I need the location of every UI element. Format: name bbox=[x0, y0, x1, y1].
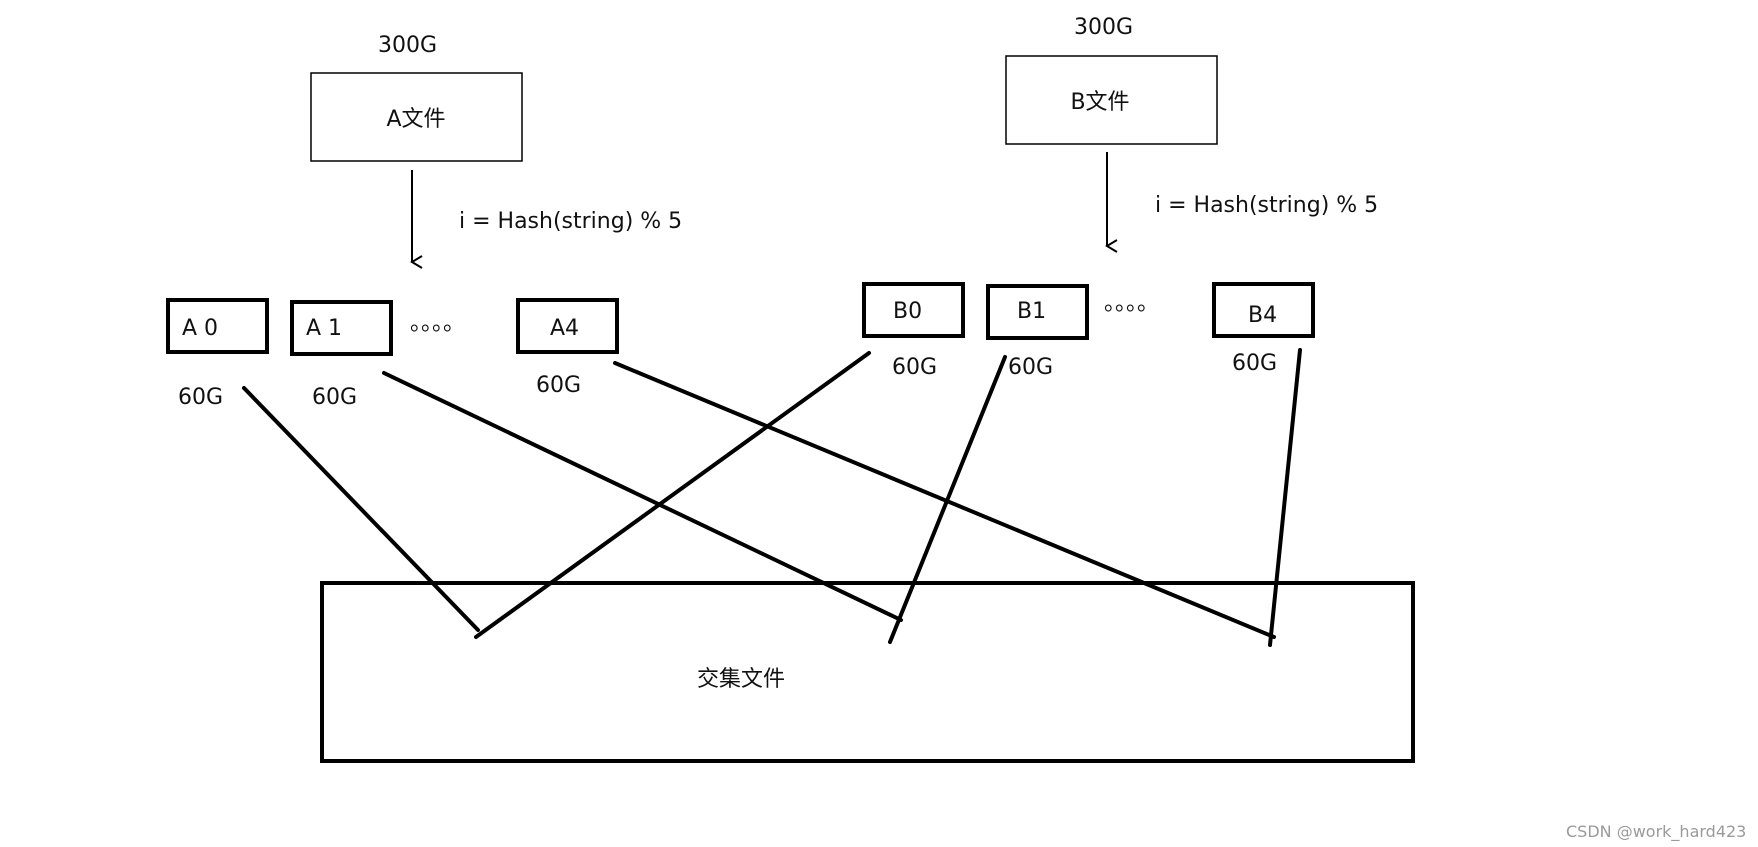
partition-a1-label: A 1 bbox=[306, 316, 342, 341]
partition-b4-box bbox=[1212, 282, 1315, 338]
line-a0-to-result bbox=[242, 386, 480, 632]
partition-b1-size: 60G bbox=[1008, 355, 1053, 380]
source-a-box bbox=[310, 72, 523, 162]
partition-b0-box bbox=[862, 282, 965, 338]
partition-a4-box bbox=[516, 298, 619, 354]
intersection-file-label: 交集文件 bbox=[697, 667, 785, 692]
ellipsis-a: 。。。。 bbox=[410, 311, 465, 336]
partition-b0-label: B0 bbox=[893, 299, 922, 324]
line-a4-to-result bbox=[613, 361, 1276, 639]
line-b4-to-result bbox=[1268, 348, 1302, 647]
ellipsis-b: 。。。。 bbox=[1104, 291, 1159, 316]
partition-b4-size: 60G bbox=[1232, 351, 1277, 376]
partition-a1-size: 60G bbox=[312, 385, 357, 410]
partition-a0-label: A 0 bbox=[182, 316, 218, 341]
partition-b4-label: B4 bbox=[1248, 303, 1277, 328]
partition-a4-label: A4 bbox=[550, 316, 579, 341]
source-b-label: B文件 bbox=[1070, 90, 1129, 115]
hash-formula-b: i = Hash(string) % 5 bbox=[1155, 193, 1378, 218]
source-a-label: A文件 bbox=[386, 107, 445, 132]
hash-formula-a: i = Hash(string) % 5 bbox=[459, 209, 682, 234]
partition-b0-size: 60G bbox=[892, 355, 937, 380]
intersection-file-box bbox=[320, 581, 1415, 763]
partition-b1-label: B1 bbox=[1017, 299, 1046, 324]
partition-a0-size: 60G bbox=[178, 385, 223, 410]
line-a1-to-result bbox=[382, 371, 903, 622]
source-b-box bbox=[1005, 55, 1218, 145]
partition-a4-size: 60G bbox=[536, 373, 581, 398]
partition-a0-box bbox=[166, 298, 269, 354]
source-a-size: 300G bbox=[378, 33, 437, 58]
partition-b1-box bbox=[986, 284, 1089, 340]
partition-a1-box bbox=[290, 300, 393, 356]
line-b0-to-result bbox=[474, 351, 871, 639]
watermark: CSDN @work_hard423 bbox=[1566, 822, 1746, 842]
source-b-size: 300G bbox=[1074, 15, 1133, 40]
